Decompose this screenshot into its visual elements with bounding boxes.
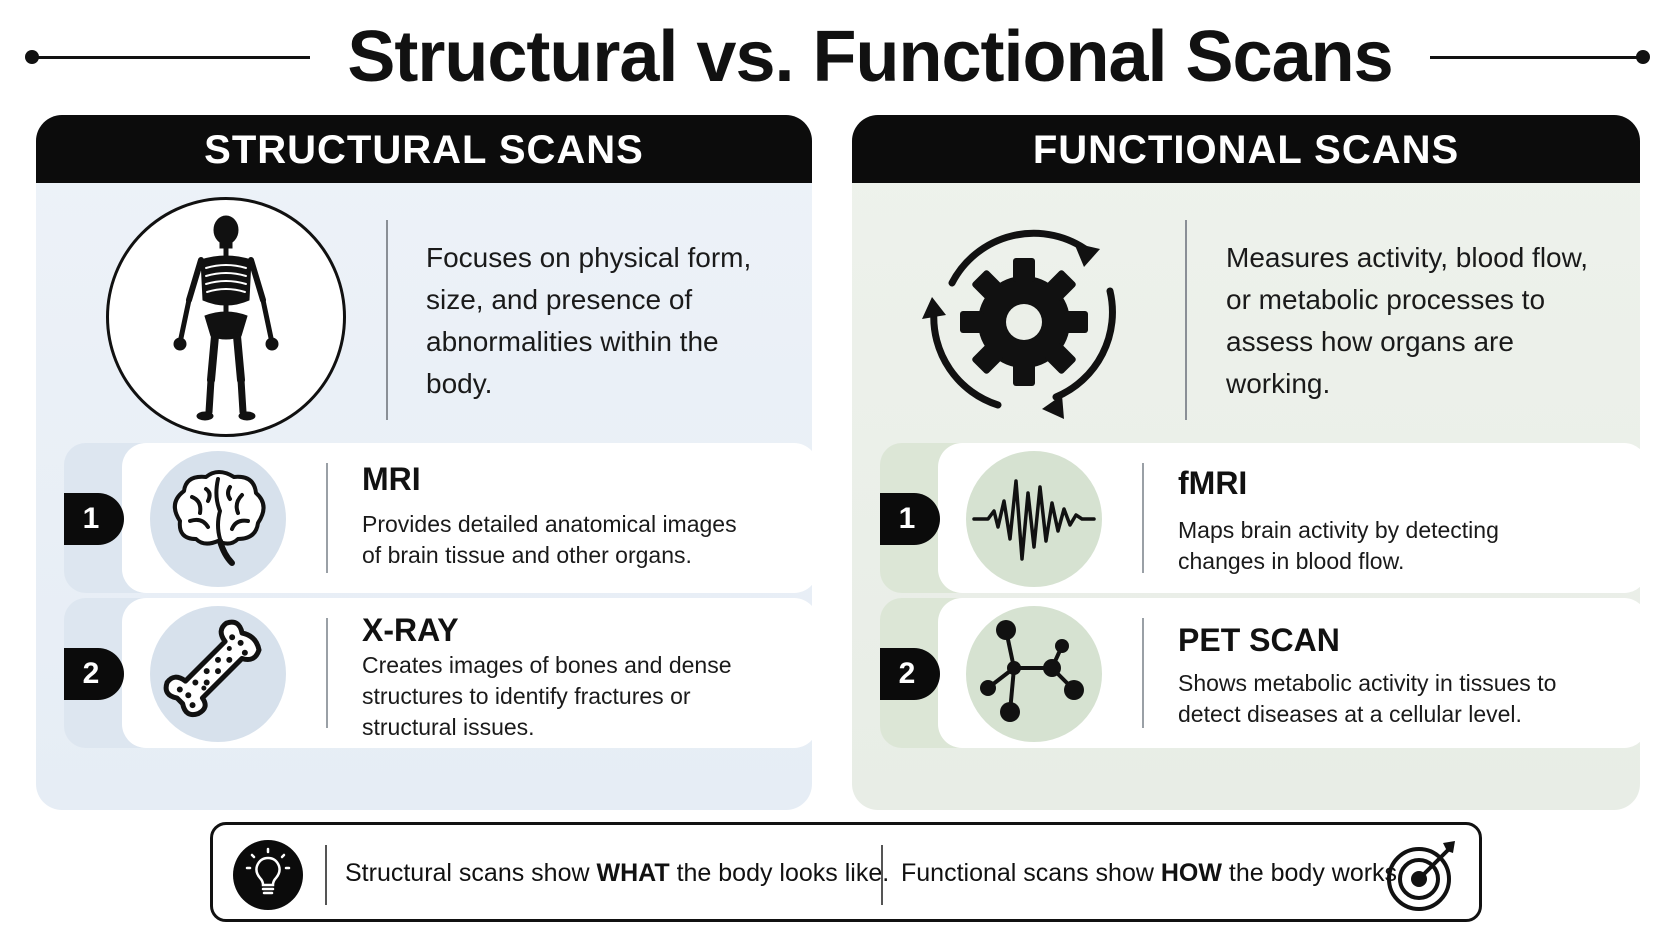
banner-structural-summary: Structural scans show WHAT the body look… — [345, 859, 889, 888]
number-badge: 2 — [64, 648, 124, 700]
structural-hero-divider — [386, 220, 388, 420]
skeleton-icon — [106, 197, 346, 437]
card-pet-scan: 2 — [852, 598, 1640, 748]
summary-banner: Structural scans show WHAT the body look… — [210, 822, 1482, 922]
banner-divider — [881, 845, 883, 905]
card-title: fMRI — [1178, 465, 1248, 501]
card-divider — [1142, 618, 1144, 728]
card-description: Creates images of bones and dense struct… — [362, 652, 732, 740]
number-badge: 1 — [880, 493, 940, 545]
bone-icon — [144, 600, 292, 748]
functional-header: FUNCTIONAL SCANS — [852, 115, 1640, 183]
title-rule-right — [1430, 56, 1640, 59]
banner-functional-summary: Functional scans show HOW the body works… — [901, 859, 1404, 888]
card-description: Provides detailed anatomical images of b… — [362, 511, 737, 568]
brain-icon — [144, 445, 292, 593]
title-row: Structural vs. Functional Scans — [0, 14, 1672, 100]
card-title: X-RAY — [362, 612, 459, 648]
banner-emphasis: HOW — [1160, 859, 1222, 887]
target-icon — [1383, 837, 1461, 915]
title-dot-right — [1636, 50, 1650, 64]
structural-description: Focuses on physical form, size, and pres… — [426, 242, 752, 399]
banner-divider — [325, 845, 327, 905]
card-divider — [326, 463, 328, 573]
card-title: PET SCAN — [1178, 622, 1340, 658]
banner-text-part: Structural scans show — [345, 859, 597, 887]
page-title: Structural vs. Functional Scans — [347, 17, 1393, 97]
card-description: Shows metabolic activity in tissues to d… — [1178, 670, 1557, 727]
title-rule-left — [32, 56, 310, 59]
waveform-icon — [960, 445, 1108, 593]
structural-header: STRUCTURAL SCANS — [36, 115, 812, 183]
lightbulb-icon — [233, 840, 303, 910]
functional-description: Measures activity, blood flow, or metabo… — [1226, 242, 1589, 399]
banner-text-part: the body looks like. — [669, 859, 890, 887]
structural-panel: STRUCTURAL SCANS — [36, 115, 812, 810]
card-xray: 2 X-RAY Creates images of bones and dens… — [36, 598, 812, 748]
card-fmri: 1 fMRI Maps brain activity by detecting … — [852, 443, 1640, 593]
banner-emphasis: WHAT — [596, 859, 670, 887]
number-badge: 2 — [880, 648, 940, 700]
banner-text-part: the body works. — [1221, 859, 1404, 887]
number-badge: 1 — [64, 493, 124, 545]
card-mri: 1 MRI Provides detailed anatomical image… — [36, 443, 812, 593]
functional-panel: FUNCTIONAL SCANS — [852, 115, 1640, 810]
card-title: MRI — [362, 461, 421, 497]
gear-cycle-icon — [904, 197, 1144, 437]
card-divider — [326, 618, 328, 728]
card-description: Maps brain activity by detecting changes… — [1178, 517, 1499, 574]
molecule-icon — [960, 600, 1108, 748]
banner-text-part: Functional scans show — [901, 859, 1161, 887]
functional-hero-divider — [1185, 220, 1187, 420]
card-divider — [1142, 463, 1144, 573]
